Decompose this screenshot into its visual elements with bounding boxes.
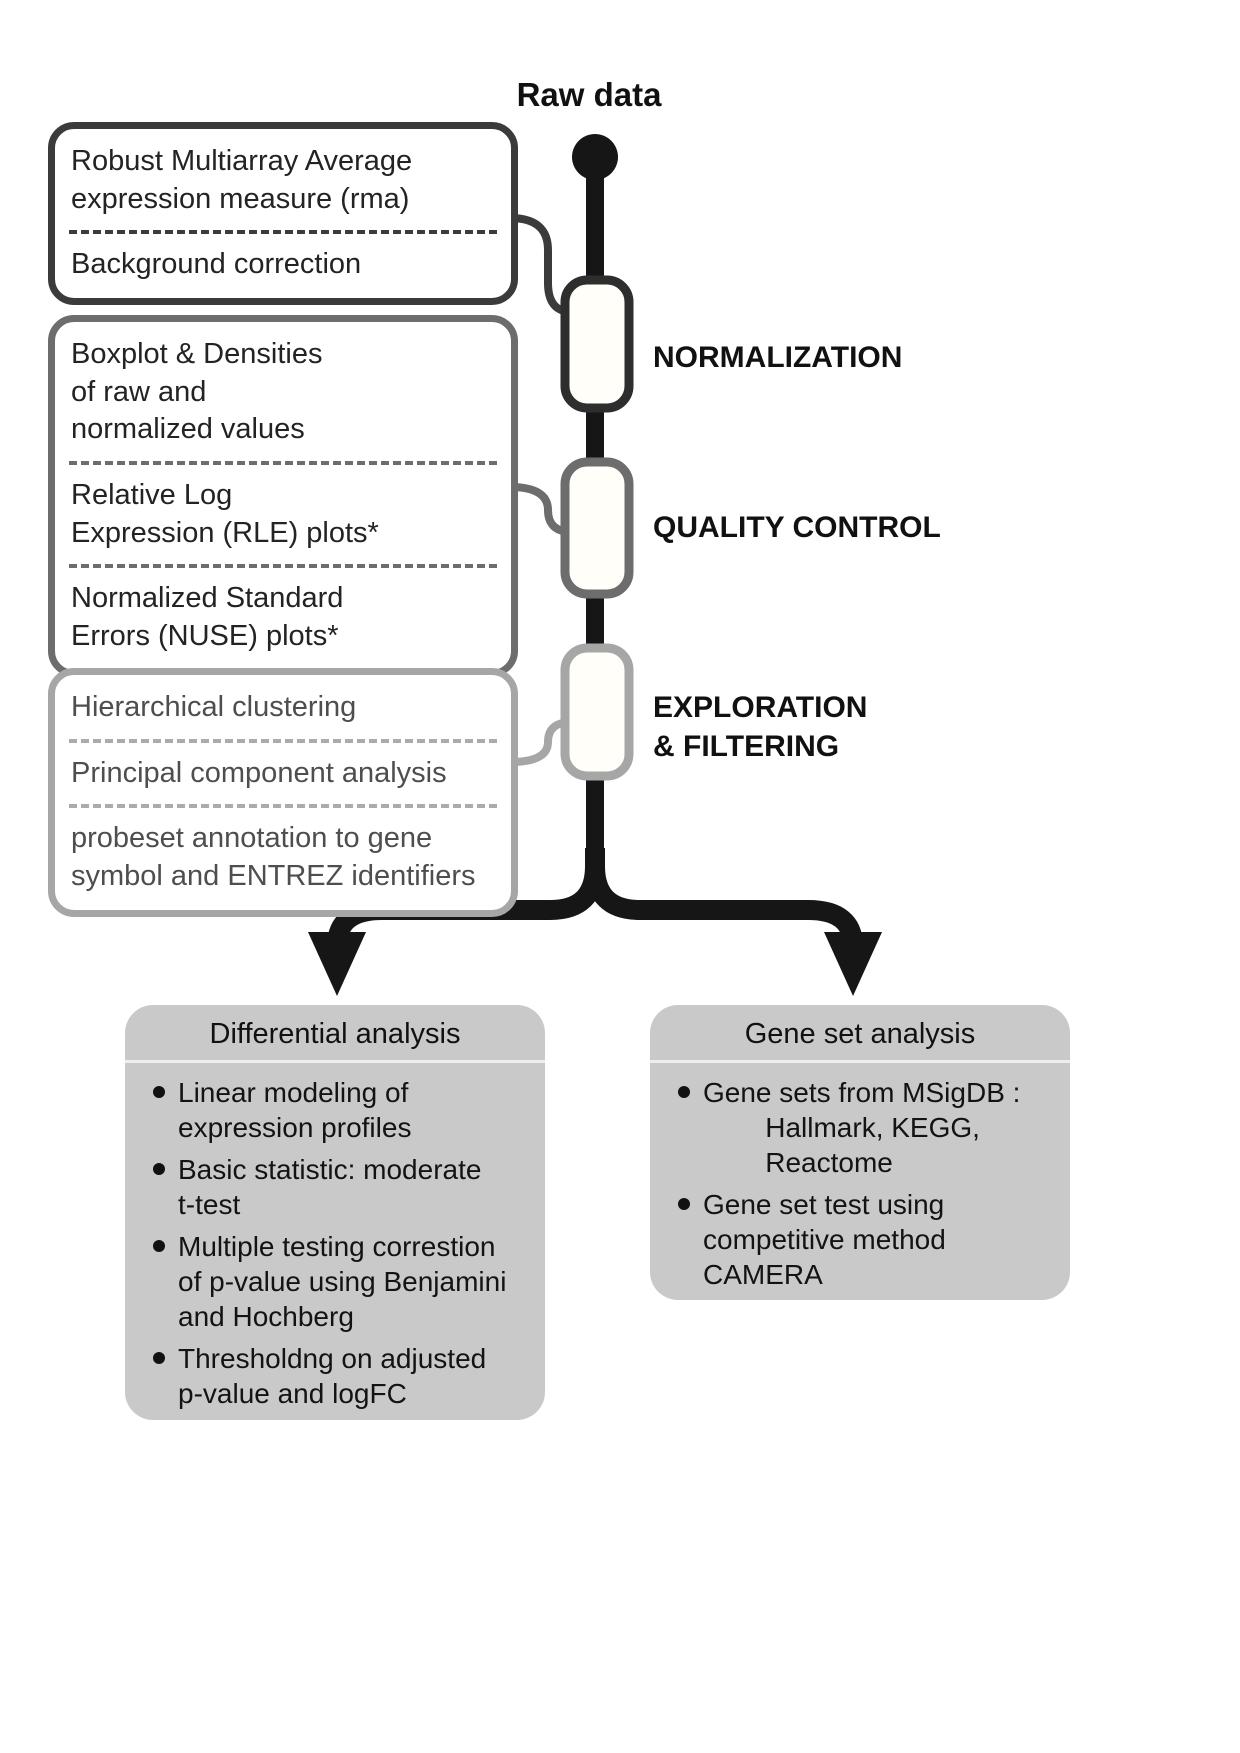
box-item: Background correction [71,248,362,281]
box-item: Normalized Standard Errors (NUSE) plots* [71,582,344,653]
bullet-text: Gene set test using competitive method C… [703,1189,946,1290]
box-item: Hierarchical clustering [71,691,357,723]
normalization-box: Robust Multiarray Average expression mea… [48,122,518,306]
title-separator [125,1060,545,1063]
stage-label-normalization: NORMALIZATION [653,341,903,374]
box-item: Relative Log Expression (RLE) plots* [71,479,379,549]
bullet-text: Basic statistic: moderate t-test [178,1154,482,1220]
connector-quality-control [509,483,573,536]
bullet-dot [153,1086,165,1098]
bullet-item: Basic statistic: moderate t-test [153,1152,529,1222]
stage-label-exploration: EXPLORATION & FILTERING [653,691,868,763]
connector-exploration [509,718,573,766]
bullet-item: Linear modeling of expression profiles [153,1075,529,1145]
card-title: Differential analysis [209,1018,461,1050]
bullet-list: Linear modeling of expression profiles B… [125,1063,545,1411]
bullet-item: Thresholdng on adjusted p-value and logF… [153,1341,529,1411]
box-item: Robust Multiarray Average expression mea… [71,145,413,215]
branch-right [585,848,863,947]
bullet-text: Linear modeling of expression profiles [178,1077,412,1143]
bullet-list: Gene sets from MSigDB : Hallmark, KEGG, … [650,1063,1070,1292]
dashed-divider [69,738,497,743]
gene-set-analysis-card: Gene set analysis Gene sets from MSigDB … [650,1005,1070,1300]
connector-normalization [509,214,573,316]
box-item: Principal component analysis [71,756,447,789]
bullet-text: Thresholdng on adjusted p-value and logF… [178,1343,487,1409]
stage-label-quality-control: QUALITY CONTROL [653,511,941,544]
bullet-dot [153,1240,165,1252]
node-exploration [560,643,634,781]
node-normalization [560,275,634,413]
dashed-divider [69,230,497,235]
card-title: Gene set analysis [744,1018,976,1050]
bullet-item: Multiple testing correstion of p-value u… [153,1229,529,1334]
bullet-dot [678,1198,690,1210]
bullet-text: Multiple testing correstion of p-value u… [178,1231,507,1332]
bullet-dot [678,1086,690,1098]
raw-data-node [572,134,618,180]
exploration-box: Hierarchical clustering Principal compon… [48,668,518,917]
node-quality-control [560,457,634,599]
bullet-dot [153,1352,165,1364]
arrowhead-left [308,932,366,996]
bullet-item: Gene sets from MSigDB : Hallmark, KEGG, … [678,1075,1054,1180]
raw-data-label: Raw data [516,76,662,113]
dashed-divider [69,461,497,466]
dashed-divider [69,804,497,809]
box-item: Boxplot & Densities of raw and normalize… [71,338,323,446]
bullet-dot [153,1163,165,1175]
differential-analysis-card: Differential analysis Linear modeling of… [125,1005,545,1420]
title-separator [650,1060,1070,1063]
bullet-text: Gene sets from MSigDB : Hallmark, KEGG, … [703,1077,1021,1178]
quality-control-box: Boxplot & Densities of raw and normalize… [48,315,518,677]
box-item: probeset annotation to gene symbol and E… [71,822,476,893]
dashed-divider [69,564,497,569]
arrowhead-right [824,932,882,996]
bullet-item: Gene set test using competitive method C… [678,1187,1054,1292]
